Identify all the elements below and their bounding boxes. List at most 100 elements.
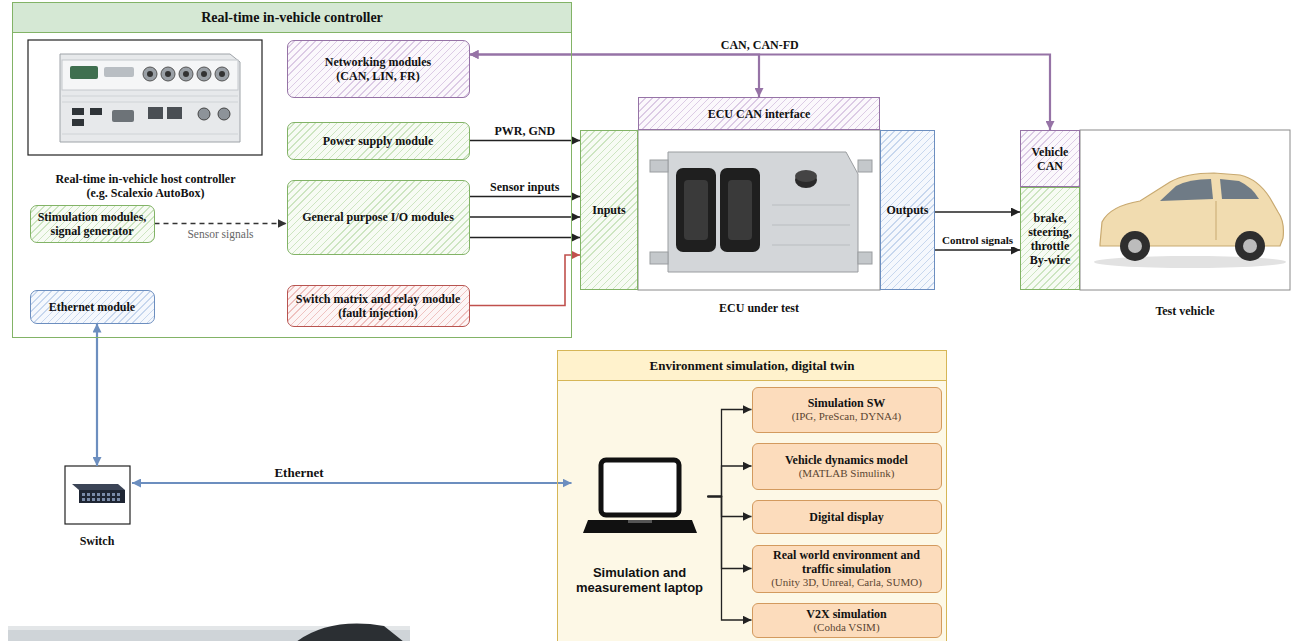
box-label: Vehicle CAN <box>1023 145 1077 173</box>
ecu-picture <box>720 168 760 252</box>
autobox-picture <box>72 119 84 126</box>
connector <box>708 497 752 569</box>
ecu-picture <box>858 160 872 172</box>
box-label: Networking modules (CAN, LIN, FR) <box>316 55 441 83</box>
edge-label: PWR, GND <box>492 124 557 138</box>
edge-label: Sensor signals <box>185 227 255 241</box>
car-picture <box>1235 231 1265 261</box>
test-vehicle: Test vehicleVehicle CANbrake, steering, … <box>1020 130 1292 318</box>
autobox-picture <box>62 96 238 97</box>
module-box: Stimulation modules, signal generator <box>30 205 155 243</box>
interface-box: ECU CAN interface <box>638 97 880 130</box>
box-subtitle: (Unity 3D, Unreal, Carla, SUMO) <box>771 576 922 589</box>
connector <box>470 237 581 238</box>
box-label: Outputs <box>886 203 928 217</box>
autobox-picture <box>62 60 238 90</box>
box-label: Stimulation modules, signal generator <box>35 210 150 238</box>
switch-picture <box>102 498 105 501</box>
box-title: Digital display <box>809 510 883 524</box>
car-picture <box>1220 179 1259 199</box>
switch-picture <box>107 498 110 501</box>
autobox-picture <box>183 71 189 77</box>
ecu-picture <box>638 130 880 290</box>
ecu-picture <box>684 180 708 240</box>
sim-box: V2X simulation(Cohda VSIM) <box>752 603 942 638</box>
car-picture <box>1120 231 1150 261</box>
box-label: Power supply module <box>323 134 433 148</box>
autobox-picture <box>143 67 157 81</box>
autobox-picture <box>112 110 134 122</box>
sim-box: Vehicle dynamics model(MATLAB Simulink) <box>752 443 942 490</box>
connector <box>470 140 581 141</box>
panel-heading: Real-time in-vehicle controller <box>13 3 571 33</box>
interface-box: Vehicle CAN <box>1020 130 1080 187</box>
autobox-picture <box>104 67 134 77</box>
switch-picture <box>92 493 95 496</box>
autobox-picture <box>28 40 262 155</box>
module-box: Ethernet module <box>30 290 155 324</box>
autobox-picture <box>28 40 262 155</box>
autobox-picture <box>179 67 193 81</box>
connector <box>470 55 1051 131</box>
switch-picture <box>92 498 95 501</box>
autobox-picture <box>165 71 171 77</box>
edge-label: Sensor inputs <box>488 180 561 194</box>
switch-picture <box>87 493 90 496</box>
box-subtitle: (Cohda VSIM) <box>813 621 879 634</box>
autobox-picture <box>198 108 210 120</box>
autobox-picture <box>72 108 84 115</box>
autobox-picture <box>197 67 211 81</box>
ecu-picture <box>650 252 668 264</box>
connector <box>470 216 581 217</box>
ecu-picture <box>676 168 716 252</box>
panel-heading: Environment simulation, digital twin <box>558 351 946 381</box>
laptop-picture <box>628 520 652 523</box>
autobox-picture <box>219 71 225 77</box>
ecu-picture <box>650 160 668 172</box>
environment-panel: Environment simulation, digital twinSimu… <box>557 350 947 641</box>
switch-picture <box>117 498 120 501</box>
connector <box>470 255 581 306</box>
box-label: Ethernet module <box>49 300 135 314</box>
sim-box: Real world environment and traffic simul… <box>752 545 942 593</box>
autobox-picture <box>90 108 102 115</box>
edge-label: Control signals <box>940 233 1015 247</box>
switch-picture <box>65 466 130 524</box>
connector <box>708 497 752 621</box>
ecu-picture <box>728 180 752 240</box>
car-picture <box>1080 130 1290 290</box>
autobox-picture <box>70 66 98 79</box>
switch-picture <box>87 498 90 501</box>
photo-strip <box>8 624 410 641</box>
car-picture <box>1160 179 1213 201</box>
ecu-picture <box>772 225 850 226</box>
module-box: General purpose I/O modules <box>287 180 470 255</box>
connector <box>708 497 752 517</box>
switch-picture <box>117 493 120 496</box>
autobox-picture <box>60 54 240 142</box>
autobox-picture <box>167 107 182 119</box>
connector <box>470 55 760 98</box>
caption-text: ECU under test <box>638 301 880 315</box>
switch-picture <box>97 498 100 501</box>
switch-picture <box>79 490 125 503</box>
ecu-picture <box>858 252 872 264</box>
laptop: Simulation and measurement laptop <box>572 455 708 595</box>
laptop-picture <box>583 520 697 533</box>
connector <box>935 211 1020 212</box>
switch-picture <box>112 493 115 496</box>
edge-label: Ethernet <box>272 466 325 480</box>
ecu-picture <box>638 130 880 290</box>
switch-picture <box>112 498 115 501</box>
box-title: V2X simulation <box>806 607 886 621</box>
switch-picture <box>82 493 85 496</box>
ecu-picture <box>668 152 858 272</box>
ecu-picture <box>772 205 850 206</box>
switch-picture <box>102 493 105 496</box>
photo-strip <box>296 624 404 641</box>
autobox-picture <box>215 67 229 81</box>
interface-box: brake, steering, throttle By-wire <box>1020 187 1080 290</box>
connector <box>96 324 98 467</box>
switch-picture <box>82 498 85 501</box>
